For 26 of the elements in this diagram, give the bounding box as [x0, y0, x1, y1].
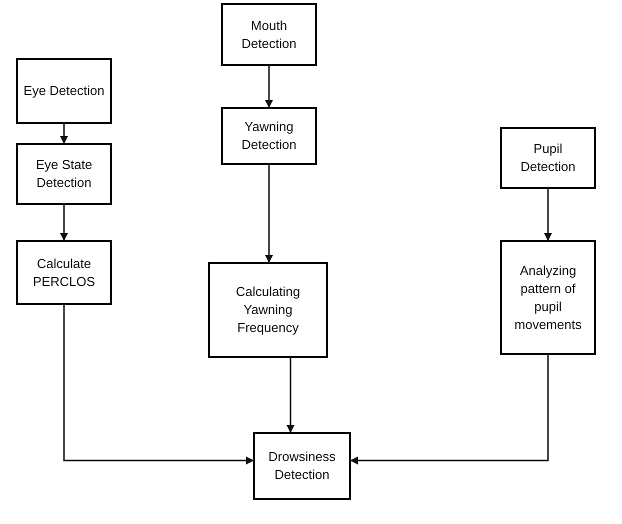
box-label: Drowsiness Detection: [267, 448, 337, 484]
box-label: Mouth Detection: [240, 16, 298, 52]
arrow: [265, 66, 273, 108]
process-box: [500, 127, 596, 189]
box-label: Calculate PERCLOS: [32, 254, 96, 290]
process-box: [221, 3, 317, 66]
arrow: [60, 124, 68, 144]
arrow: [63, 305, 254, 465]
process-box: [16, 240, 112, 305]
arrow: [265, 165, 273, 263]
box-label: Pupil Detection: [520, 140, 576, 176]
box-label: Analyzing pattern of pupil movements: [513, 262, 583, 334]
process-box: [253, 432, 351, 500]
process-box: [16, 58, 112, 124]
process-box: [500, 240, 596, 355]
process-box: [208, 262, 328, 358]
process-box: [16, 143, 112, 205]
process-box: [221, 107, 317, 165]
arrow: [544, 189, 552, 241]
arrow: [286, 358, 294, 433]
box-label: Eye State Detection: [34, 156, 94, 192]
arrow: [60, 205, 68, 241]
arrow: [350, 355, 549, 465]
box-label: Yawning Detection: [240, 118, 298, 154]
box-label: Eye Detection: [24, 82, 104, 100]
box-label: Calculating Yawning Frequency: [234, 283, 302, 337]
